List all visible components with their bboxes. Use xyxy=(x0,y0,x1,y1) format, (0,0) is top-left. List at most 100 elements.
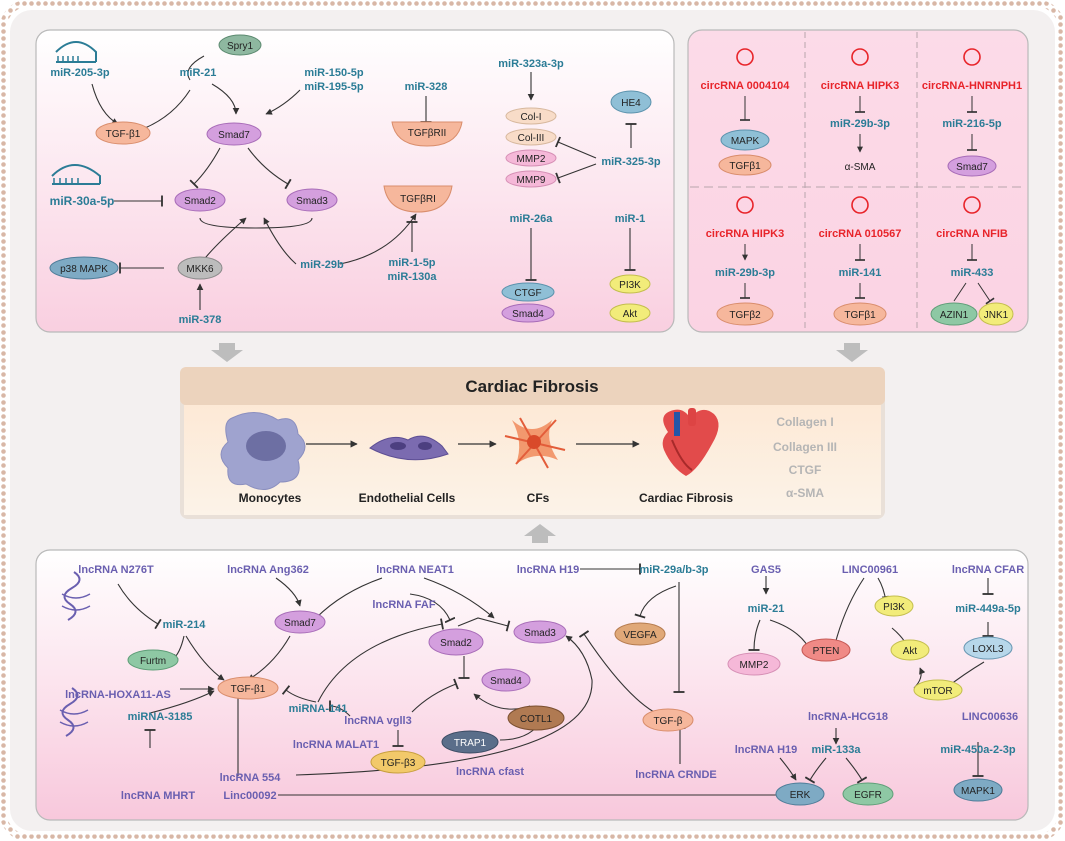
svg-text:miR-449a-5p: miR-449a-5p xyxy=(955,603,1021,615)
stage-label: Cardiac Fibrosis xyxy=(639,491,733,505)
svg-text:MAPK: MAPK xyxy=(731,136,760,147)
svg-text:miR-433: miR-433 xyxy=(951,267,994,279)
svg-text:miR-21: miR-21 xyxy=(180,67,217,79)
svg-text:TGFβ1: TGFβ1 xyxy=(729,161,761,172)
node-mapk1: MAPK1 xyxy=(953,778,1003,802)
heart-icon xyxy=(662,408,719,476)
svg-text:HE4: HE4 xyxy=(621,98,641,109)
node-mkk6: MKK6 xyxy=(177,256,223,280)
bottom-edges xyxy=(59,563,994,801)
node-vegfa: VEGFA xyxy=(614,622,666,646)
panel-circrna xyxy=(687,29,1029,333)
node-erk: ERK xyxy=(775,782,825,806)
svg-text:circRNA 0004104: circRNA 0004104 xyxy=(701,80,791,92)
svg-text:AZIN1: AZIN1 xyxy=(940,310,969,321)
node-smad7: Smad7 xyxy=(206,122,262,146)
svg-text:MAPK1: MAPK1 xyxy=(961,786,995,797)
svg-text:Akt: Akt xyxy=(623,309,638,320)
svg-text:miR-29b-3p: miR-29b-3p xyxy=(715,267,775,279)
svg-text:lncRNA-HCG18: lncRNA-HCG18 xyxy=(808,711,888,723)
svg-text:miR-195-5p: miR-195-5p xyxy=(304,81,364,93)
svg-text:lncRNA NEAT1: lncRNA NEAT1 xyxy=(376,564,454,576)
node-spry1: Spry1 xyxy=(218,34,262,56)
panel-mirna xyxy=(35,29,675,333)
svg-text:circRNA NFIB: circRNA NFIB xyxy=(936,228,1008,240)
svg-text:TGFβRII: TGFβRII xyxy=(408,128,447,139)
svg-text:α-SMA: α-SMA xyxy=(845,162,876,173)
svg-text:miR-1: miR-1 xyxy=(615,213,646,225)
svg-text:Col-I: Col-I xyxy=(520,112,541,123)
svg-text:PI3K: PI3K xyxy=(883,602,905,613)
node-smad2: Smad2 xyxy=(174,188,226,212)
svg-text:lncRNA H19: lncRNA H19 xyxy=(517,564,580,576)
circrna-cell-5: circRNA 010567 miR-141 TGFβ1 xyxy=(819,196,901,326)
svg-text:lncRNA FAF: lncRNA FAF xyxy=(372,599,435,611)
svg-text:MMP2: MMP2 xyxy=(517,154,546,165)
node-tgfbr1: TGFβRI xyxy=(383,185,453,213)
svg-text:circRNA-HNRNPH1: circRNA-HNRNPH1 xyxy=(922,80,1022,92)
svg-text:miR-133a: miR-133a xyxy=(812,744,862,756)
svg-text:TGFβ1: TGFβ1 xyxy=(844,310,876,321)
svg-text:miR-29a/b-3p: miR-29a/b-3p xyxy=(639,564,708,576)
svg-text:miRNA-141: miRNA-141 xyxy=(289,703,348,715)
svg-text:MMP2: MMP2 xyxy=(740,660,769,671)
svg-text:miR-141: miR-141 xyxy=(839,267,882,279)
svg-text:Akt: Akt xyxy=(903,646,918,657)
svg-text:circRNA HIPK3: circRNA HIPK3 xyxy=(821,80,899,92)
marker-label: Collagen I xyxy=(776,415,833,429)
svg-text:miR-30a-5p: miR-30a-5p xyxy=(50,194,115,208)
svg-text:miR-1-5p: miR-1-5p xyxy=(388,257,435,269)
node-furtm: Furtm xyxy=(127,649,179,671)
svg-text:PTEN: PTEN xyxy=(813,646,840,657)
marker-label: CTGF xyxy=(789,463,822,477)
node-he4: HE4 xyxy=(610,90,652,114)
node-trap1: TRAP1 xyxy=(441,730,499,754)
svg-text:Linc00092: Linc00092 xyxy=(223,790,276,802)
svg-text:Smad4: Smad4 xyxy=(512,309,544,320)
svg-text:miR-150-5p: miR-150-5p xyxy=(304,67,364,79)
svg-text:miR-26a: miR-26a xyxy=(510,213,554,225)
svg-text:Furtm: Furtm xyxy=(140,656,166,667)
svg-text:Col-III: Col-III xyxy=(518,133,545,144)
node-p38-mapk: p38 MAPK xyxy=(49,256,119,280)
node-tgfb1-b: TGF-β1 xyxy=(217,676,279,700)
top-left-mirna-labels: miR-205-3p miR-21 miR-150-5p miR-195-5p … xyxy=(50,58,661,326)
node-smad4-b: Smad4 xyxy=(481,668,531,692)
svg-text:VEGFA: VEGFA xyxy=(623,630,657,641)
node-pi3k: PI3K xyxy=(609,274,651,294)
svg-text:Smad7: Smad7 xyxy=(218,130,250,141)
svg-text:MMP9: MMP9 xyxy=(517,175,546,186)
svg-text:lncRNA MHRT: lncRNA MHRT xyxy=(121,790,195,802)
svg-text:miR-130a: miR-130a xyxy=(388,271,438,283)
circrna-cell-4: circRNA HIPK3 miR-29b-3p TGFβ2 xyxy=(706,196,784,326)
svg-text:JNK1: JNK1 xyxy=(984,310,1009,321)
bottom-lncrna-labels: lncRNA N276T lncRNA Ang362 lncRNA NEAT1 … xyxy=(65,564,1024,802)
svg-text:lncRNA MALAT1: lncRNA MALAT1 xyxy=(293,739,379,751)
svg-text:miR-214: miR-214 xyxy=(163,619,207,631)
svg-text:miR-325-3p: miR-325-3p xyxy=(601,156,661,168)
svg-text:COTL1: COTL1 xyxy=(520,714,553,725)
svg-text:lncRNA CFAR: lncRNA CFAR xyxy=(952,564,1024,576)
svg-text:CTGF: CTGF xyxy=(514,288,541,299)
node-col1: Col-I xyxy=(505,107,557,125)
node-egfr: EGFR xyxy=(842,782,894,806)
node-tgfb1: TGF-β1 xyxy=(95,121,151,145)
circrna-cell-6: circRNA NFIB miR-433 AZIN1 JNK1 xyxy=(930,196,1014,326)
svg-text:Smad2: Smad2 xyxy=(184,196,216,207)
svg-text:TGF-β1: TGF-β1 xyxy=(106,129,141,140)
svg-text:Smad3: Smad3 xyxy=(296,196,328,207)
circrna-cell-1: circRNA 0004104 MAPK TGFβ1 xyxy=(701,48,791,176)
bottom-mirna-labels: miR-29a/b-3p miR-214 miR-21 miR-449a-5p … xyxy=(128,564,1021,756)
svg-text:lncRNA-HOXA11-AS: lncRNA-HOXA11-AS xyxy=(65,689,171,701)
node-akt: Akt xyxy=(609,303,651,323)
node-tgfb3: TGF-β3 xyxy=(370,750,426,774)
svg-text:LINC00961: LINC00961 xyxy=(842,564,898,576)
svg-text:PI3K: PI3K xyxy=(619,280,641,291)
center-body xyxy=(184,405,881,515)
svg-text:LINC00636: LINC00636 xyxy=(962,711,1018,723)
node-mmp2: MMP2 xyxy=(505,149,557,167)
node-smad3: Smad3 xyxy=(286,188,338,212)
svg-text:Smad7: Smad7 xyxy=(284,618,316,629)
svg-text:mTOR: mTOR xyxy=(923,686,952,697)
